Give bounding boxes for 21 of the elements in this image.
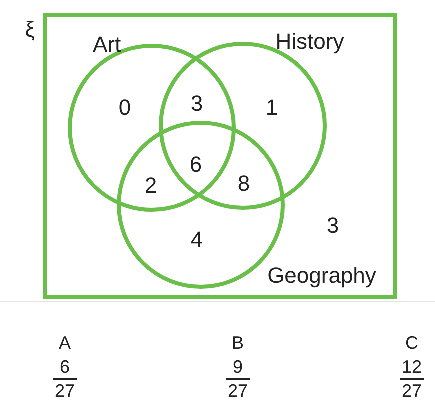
- region-count: 3: [190, 93, 204, 115]
- option-letter: A: [59, 334, 71, 352]
- region-count: 8: [238, 173, 250, 195]
- universal-set-symbol: ξ: [25, 19, 35, 41]
- set-label: Geography: [268, 265, 376, 287]
- region-count: 2: [144, 175, 158, 197]
- option-letter: C: [406, 334, 418, 352]
- fraction-denominator: 27: [54, 382, 76, 400]
- fraction-denominator: 27: [402, 382, 422, 400]
- fraction-numerator: 6: [60, 358, 70, 376]
- set-label: Art: [92, 34, 122, 56]
- region-count: 3: [326, 215, 340, 237]
- fraction-numerator: 9: [233, 358, 243, 376]
- option-letter: B: [232, 334, 244, 352]
- region-count: 1: [266, 97, 278, 119]
- region-count: 6: [190, 154, 202, 176]
- fraction-denominator: 27: [228, 382, 248, 400]
- fraction-numerator: 12: [402, 358, 422, 376]
- region-count: 0: [118, 97, 132, 119]
- set-label: History: [276, 31, 344, 53]
- region-count: 4: [190, 229, 204, 251]
